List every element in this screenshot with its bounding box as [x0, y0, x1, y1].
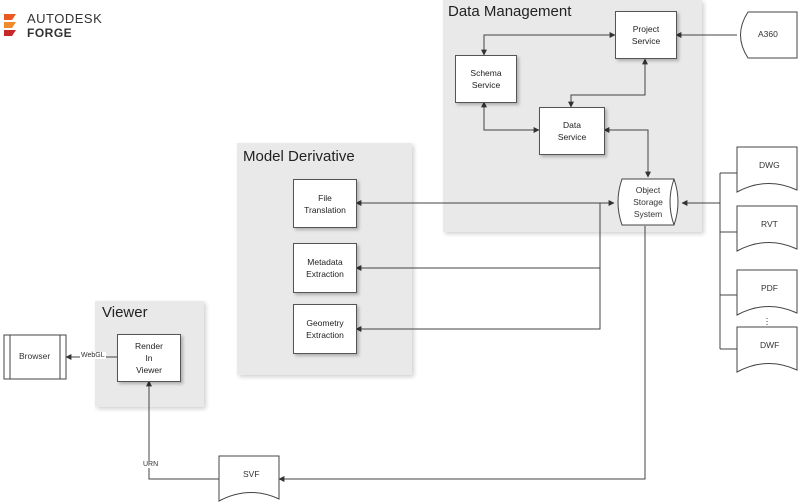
- edge-storage-svf: [278, 226, 646, 482]
- metadata-extraction-node: Metadata Extraction: [293, 243, 357, 293]
- render-in-viewer-node: Render In Viewer: [117, 334, 181, 382]
- object-storage-label: Object Storage System: [633, 185, 663, 219]
- edge-schema-project: [481, 32, 616, 56]
- edge-storage-metadata: [355, 203, 601, 271]
- dwf-label: DWF: [760, 340, 780, 350]
- browser-label: Browser: [19, 351, 51, 361]
- logo-text-autodesk: AUTODESK: [27, 11, 103, 26]
- rvt-label: RVT: [761, 219, 778, 229]
- autodesk-forge-logo: AUTODESK FORGE: [0, 0, 110, 44]
- edge-svf-render: [146, 380, 219, 480]
- svf-file-shape: [218, 455, 280, 502]
- edge-data-project: [568, 58, 648, 108]
- object-storage-node: [617, 178, 679, 226]
- svf-label: SVF: [243, 469, 260, 479]
- data-management-title: Data Management: [448, 3, 572, 20]
- dwg-label: DWG: [759, 160, 780, 170]
- dwg-file-shape: [736, 146, 798, 193]
- edge-storage-geometry: [355, 268, 601, 332]
- data-service-node: Data Service: [539, 107, 605, 155]
- schema-service-node: Schema Service: [455, 55, 517, 103]
- browser-shape: [3, 334, 67, 380]
- forge-logo-icon: [4, 14, 16, 36]
- project-service-node: Project Service: [615, 11, 677, 59]
- pdf-file-shape: [736, 269, 798, 316]
- logo-text-forge: FORGE: [27, 26, 73, 40]
- geometry-extraction-node: Geometry Extraction: [293, 304, 357, 354]
- a360-label: A360: [758, 29, 778, 39]
- edge-data-storage: [603, 127, 651, 178]
- model-derivative-title: Model Derivative: [243, 148, 355, 165]
- dwf-file-shape: [736, 326, 798, 373]
- viewer-title: Viewer: [102, 304, 148, 321]
- rvt-file-shape: [736, 205, 798, 252]
- webgl-edge-label: WebGL: [80, 352, 106, 359]
- urn-edge-label: URN: [142, 461, 160, 468]
- edge-schema-data: [481, 101, 540, 133]
- a360-shape: [740, 11, 798, 59]
- pdf-label: PDF: [761, 283, 778, 293]
- file-translation-node: File Translation: [293, 179, 357, 228]
